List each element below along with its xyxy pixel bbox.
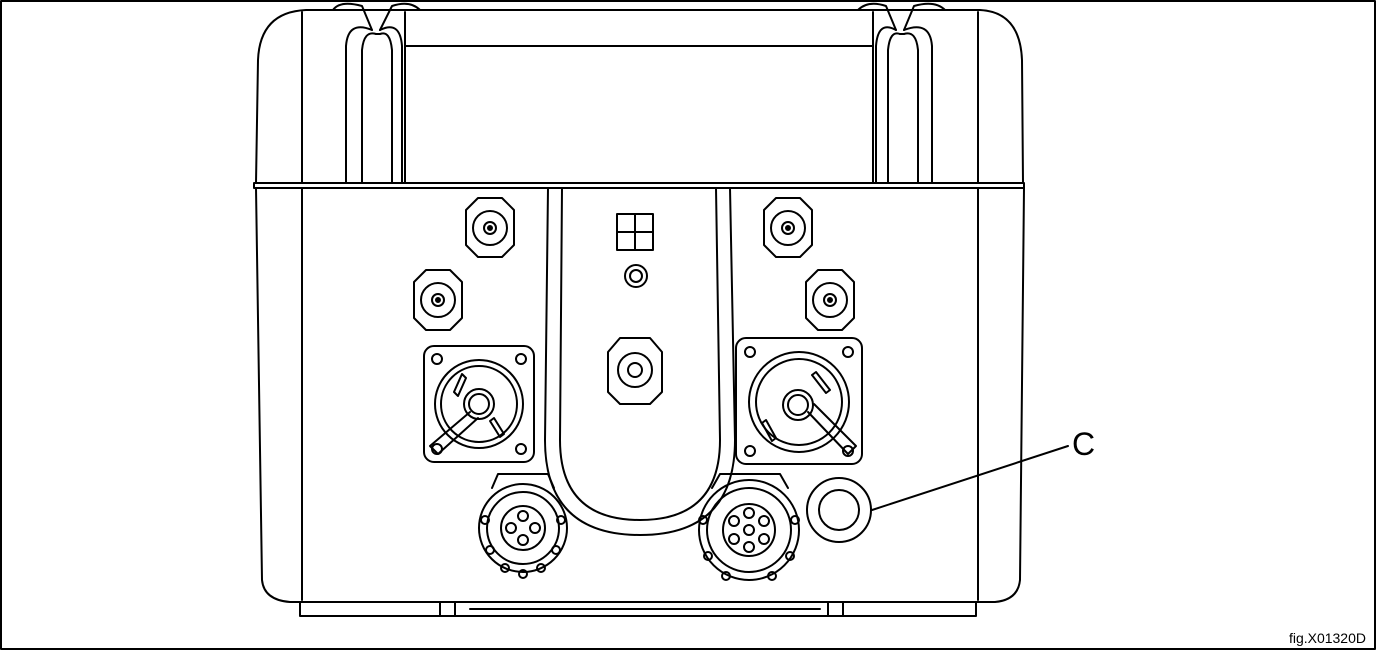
- left-handle: [332, 2, 421, 184]
- hex-fitting-icon: [805, 269, 855, 331]
- callout-label: C: [1072, 426, 1096, 462]
- lid: [255, 9, 1024, 184]
- round-connector-icon: [698, 473, 800, 581]
- callout-leader-line: [871, 445, 1069, 511]
- port-c-icon: [806, 477, 872, 543]
- indicator-light-icon: [624, 264, 648, 288]
- hex-fitting-icon: [607, 337, 663, 405]
- right-handle: [857, 2, 946, 184]
- hex-fitting-icon: [413, 269, 463, 331]
- hex-fitting-icon: [465, 197, 515, 258]
- lower-housing: [253, 182, 1025, 617]
- center-recess: [544, 187, 736, 536]
- grid-symbol-icon: [616, 213, 654, 251]
- rotary-switch-icon: [735, 337, 863, 465]
- rotary-switch-icon: [423, 345, 535, 463]
- hex-fitting-icon: [763, 197, 813, 258]
- figure-id: fig.X01320D: [1288, 630, 1366, 646]
- round-connector-icon: [478, 473, 568, 579]
